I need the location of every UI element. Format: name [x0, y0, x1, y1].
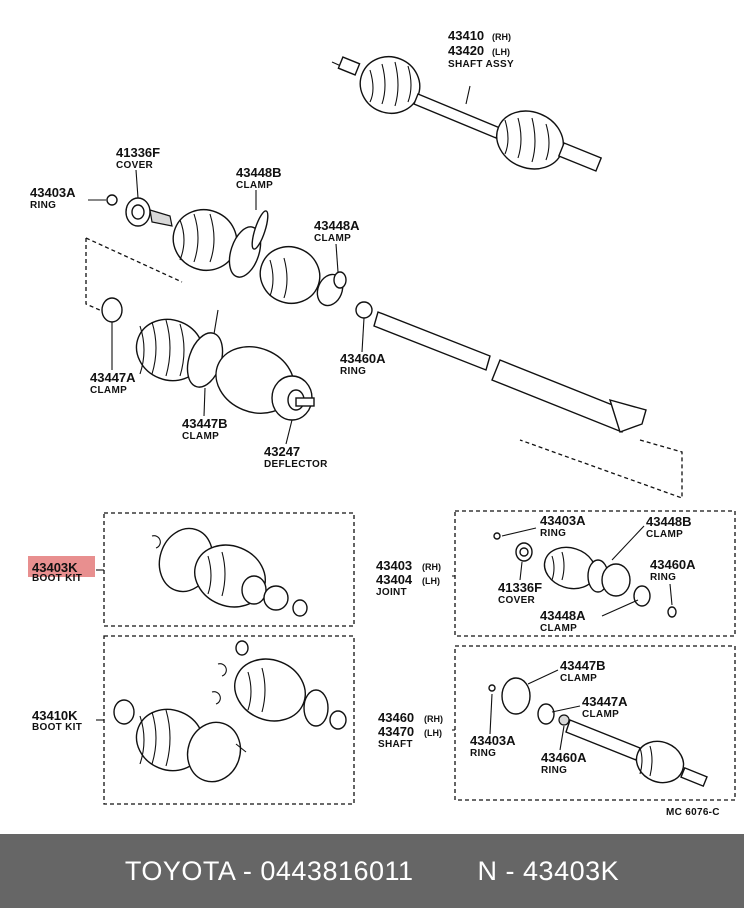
shaft-name: SHAFT	[378, 739, 413, 750]
cover-top-pn: 41336F	[116, 145, 160, 160]
clamp-a-top-name: CLAMP	[314, 233, 351, 244]
footer-text: TOYOTA - 0443816011 N - 43403K	[124, 855, 620, 886]
shaft-ring-name: RING	[470, 748, 496, 759]
joint-box	[454, 510, 736, 637]
shaft-assy-drawing	[331, 56, 603, 172]
shaft-clamp-b-pn: 43447B	[560, 658, 606, 673]
joint-clamp-b-name: CLAMP	[646, 529, 683, 540]
joint-ring-pn: 43403A	[540, 513, 586, 528]
shaft-pn2[interactable]: 43470	[378, 724, 414, 739]
clamp-447a-top-name: CLAMP	[90, 385, 127, 396]
parts-diagram: 43410 (RH) 43420 (LH) SHAFT ASSY	[28, 28, 736, 818]
shaft-clamp-b-name: CLAMP	[560, 673, 597, 684]
shaft-clamp-a-name: CLAMP	[582, 709, 619, 720]
joint-pn2-side: (LH)	[422, 576, 440, 586]
joint-pn1[interactable]: 43403	[376, 558, 412, 573]
cover-top-name: COVER	[116, 160, 154, 171]
shaft-assy-pn2: 43420	[448, 43, 484, 58]
shaft-clamp-a-pn: 43447A	[582, 694, 628, 709]
joint-drawing	[493, 532, 677, 618]
shaft-ring-460-pn: 43460A	[541, 750, 587, 765]
boot-kit-k-pn[interactable]: 43403K	[32, 560, 78, 575]
shaft-drawing	[488, 677, 708, 788]
joint-pn2[interactable]: 43404	[376, 572, 413, 587]
exploded-drawing	[85, 194, 683, 499]
ring-a-top-name: RING	[30, 200, 56, 211]
joint-clamp-a-name: CLAMP	[540, 623, 577, 634]
shaft-assy-name: SHAFT ASSY	[448, 59, 514, 70]
boot-kit-410-pn[interactable]: 43410K	[32, 708, 78, 723]
shaft-pn2-side: (LH)	[424, 728, 442, 738]
deflector-name: DEFLECTOR	[264, 459, 328, 470]
shaft-assy-pn2-side: (LH)	[492, 47, 510, 57]
shaft-box	[454, 645, 736, 801]
joint-cover-name: COVER	[498, 595, 536, 606]
joint-clamp-a-pn: 43448A	[540, 608, 586, 623]
shaft-pn1-side: (RH)	[424, 714, 443, 724]
shaft-pn1[interactable]: 43460	[378, 710, 414, 725]
shaft-assy-pn1: 43410	[448, 28, 484, 43]
ring-460-top-pn: 43460A	[340, 351, 386, 366]
ring-a-top-pn: 43403A	[30, 185, 76, 200]
boot-kit-410-name: BOOT KIT	[32, 722, 82, 733]
clamp-447b-top-pn: 43447B	[182, 416, 228, 431]
deflector-pn: 43247	[264, 444, 300, 459]
joint-ring-460-pn: 43460A	[650, 557, 696, 572]
joint-clamp-b-pn: 43448B	[646, 514, 692, 529]
highlight-43403k	[28, 556, 95, 577]
clamp-b-top-pn: 43448B	[236, 165, 282, 180]
clamp-447a-top-pn: 43447A	[90, 370, 136, 385]
ring-460-top-name: RING	[340, 366, 366, 377]
boot-kit-410-drawing	[113, 640, 347, 783]
boot-kit-k-name: BOOT KIT	[32, 573, 82, 584]
shaft-assy-pn1-side: (RH)	[492, 32, 511, 42]
joint-pn1-side: (RH)	[422, 562, 441, 572]
clamp-447b-top-name: CLAMP	[182, 431, 219, 442]
diagram-code: MC 6076-C	[666, 807, 720, 818]
shaft-ring-pn: 43403A	[470, 733, 516, 748]
joint-name: JOINT	[376, 587, 407, 598]
clamp-b-top-name: CLAMP	[236, 180, 273, 191]
joint-ring-name: RING	[540, 528, 566, 539]
clamp-a-top-pn: 43448A	[314, 218, 360, 233]
joint-ring-460-name: RING	[650, 572, 676, 583]
shaft-ring-460-name: RING	[541, 765, 567, 776]
joint-cover-pn: 41336F	[498, 580, 542, 595]
boot-kit-k-drawing	[151, 527, 308, 617]
footer-bar: TOYOTA - 0443816011 N - 43403K	[0, 834, 744, 908]
